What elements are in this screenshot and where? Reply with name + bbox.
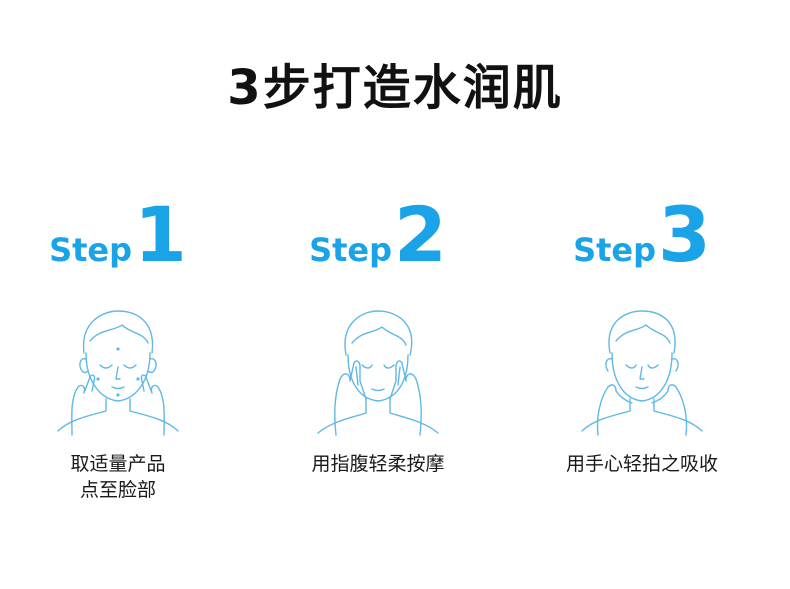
step-3-caption: 用手心轻拍之吸收: [532, 451, 752, 477]
step-1-caption: 取适量产品 点至脸部: [8, 451, 228, 503]
step-3: Step3: [532, 195, 752, 525]
step-1-caption-line-1: 取适量产品: [70, 453, 166, 475]
step-3-number: 3: [658, 190, 711, 279]
step-3-word: Step: [573, 231, 657, 269]
step-3-caption-line-1: 用手心轻拍之吸收: [565, 453, 718, 475]
step-2-word: Step: [309, 231, 393, 269]
step-3-heading: Step3: [532, 195, 752, 275]
step-2-caption: 用指腹轻柔按摩: [268, 451, 488, 477]
step-2: Step2: [268, 195, 488, 525]
step-1-caption-line-2: 点至脸部: [79, 479, 156, 501]
step-2-caption-line-1: 用指腹轻柔按摩: [311, 453, 445, 475]
face-patting-icon: [581, 310, 703, 436]
page-title: 3步打造水润肌: [227, 60, 563, 116]
step-1-heading: Step1: [8, 195, 228, 275]
step-1: Step1: [8, 195, 228, 525]
step-2-number: 2: [394, 190, 447, 279]
face-massage-icon: [317, 310, 439, 436]
steps-row: Step1: [0, 195, 790, 525]
face-dotting-icon: [57, 310, 179, 436]
step-2-heading: Step2: [268, 195, 488, 275]
step-1-number: 1: [134, 190, 187, 279]
step-1-word: Step: [49, 231, 133, 269]
